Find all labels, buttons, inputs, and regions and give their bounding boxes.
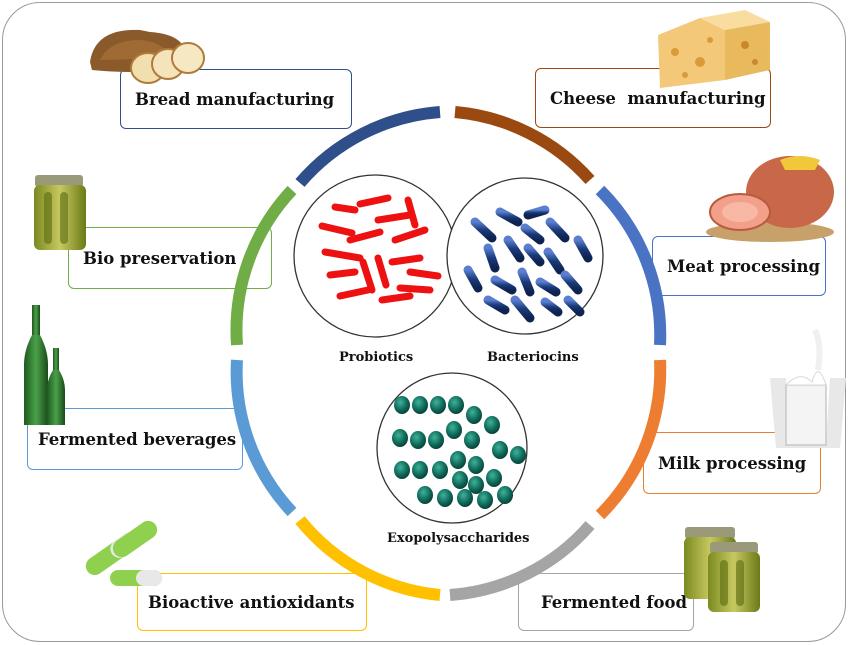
bread-manufacturing-box: Bread manufacturing	[120, 69, 352, 129]
meat-processing-label: Meat processing	[667, 256, 820, 276]
bacteriocins-circle	[446, 177, 604, 335]
cheese-manufacturing-box: Cheese manufacturing	[535, 68, 771, 128]
eps-cells	[392, 396, 526, 509]
milk-processing-label: Milk processing	[658, 453, 807, 473]
bioactive-antioxidants-box: Bioactive antioxidants	[137, 573, 367, 631]
ring-segment-antioxidants	[295, 516, 441, 601]
milk-glass-icon	[770, 328, 846, 448]
probiotics-cells	[318, 194, 442, 304]
bioactive-antioxidants-label: Bioactive antioxidants	[148, 592, 355, 612]
exopolysaccharides-label: Exopolysaccharides	[387, 531, 530, 546]
ring-segment-bio-preservation	[230, 185, 297, 346]
bread-icon	[90, 29, 205, 84]
milk-processing-box: Milk processing	[643, 432, 821, 494]
ring-segment-cheese	[454, 106, 595, 185]
pickle-jars-icon	[684, 527, 760, 612]
cheese-icon	[658, 10, 770, 88]
probiotics-label: Probiotics	[339, 350, 413, 365]
fermented-food-label: Fermented food	[541, 592, 688, 612]
bread-manufacturing-label: Bread manufacturing	[135, 89, 335, 109]
bacteriocins-label: Bacteriocins	[487, 350, 579, 365]
ring-segment-food	[449, 521, 595, 601]
bio-preservation-label: Bio preservation	[83, 248, 237, 268]
bottles-icon	[24, 305, 65, 425]
meat-processing-box: Meat processing	[652, 236, 826, 296]
meat-icon	[706, 156, 834, 242]
fermented-food-box: Fermented food	[518, 573, 694, 631]
bacteriocins-cells	[463, 205, 593, 323]
ring-segment-bread	[295, 106, 441, 187]
cheese-manufacturing-label: Cheese manufacturing	[550, 88, 766, 108]
ring-segment-beverages	[230, 359, 297, 517]
ring-segment-milk	[595, 359, 667, 520]
capsules-icon	[85, 520, 162, 586]
pickle-jar-icon	[34, 175, 86, 250]
fermented-beverages-label: Fermented beverages	[38, 429, 237, 449]
ring-segment-meat	[595, 185, 667, 346]
